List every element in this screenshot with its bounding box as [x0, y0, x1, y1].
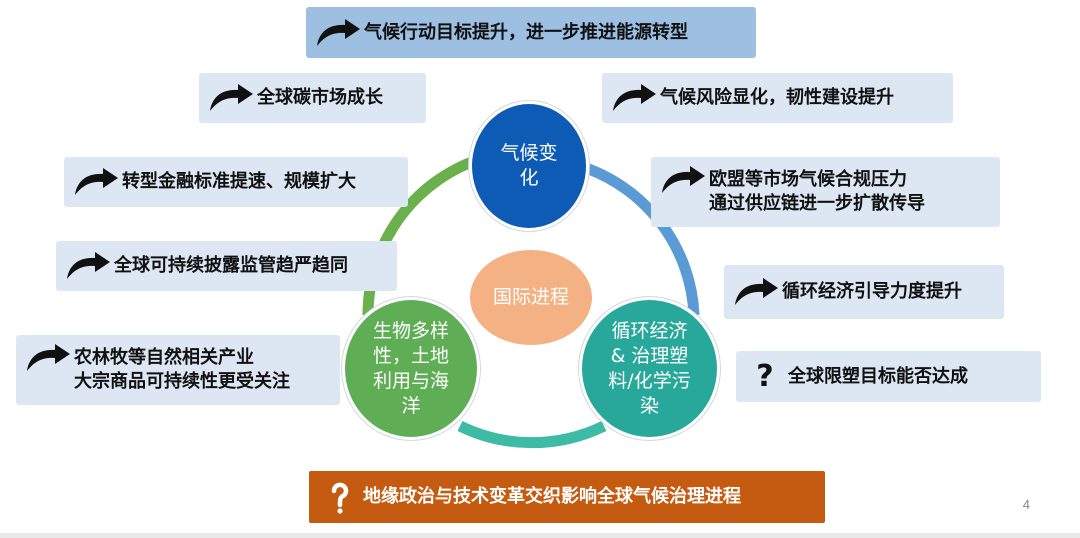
top-banner-text: 气候行动目标提升，进一步推进能源转型	[364, 21, 688, 43]
left-item-1: 全球碳市场成长	[199, 73, 426, 123]
curved-arrow-icon	[70, 167, 122, 197]
right-item-4: ? 全球限塑目标能否达成	[736, 351, 1041, 402]
circle-international-process: 国际进程	[470, 250, 592, 345]
right-item-1-text: 气候风险显化，韧性建设提升	[660, 87, 894, 108]
question-mark-icon: ?	[756, 358, 774, 394]
curved-arrow-icon	[730, 277, 782, 307]
right-item-2-text: 欧盟等市场气候合规压力 通过供应链进一步扩散传导	[709, 169, 925, 214]
bottom-banner-text: 地缘政治与技术变革交织影响全球气候治理进程	[363, 486, 741, 507]
right-item-1: 气候风险显化，韧性建设提升	[602, 73, 953, 123]
curved-arrow-icon	[22, 343, 74, 373]
curved-arrow-icon	[657, 165, 709, 195]
page-number: 4	[1022, 497, 1030, 512]
curved-arrow-icon	[205, 83, 257, 113]
right-item-2: 欧盟等市场气候合规压力 通过供应链进一步扩散传导	[651, 157, 1000, 227]
left-item-4: 农林牧等自然相关产业 大宗商品可持续性更受关注	[16, 335, 340, 405]
left-item-3: 全球可持续披露监管趋严趋同	[56, 241, 397, 291]
bottom-divider	[0, 533, 1080, 538]
right-item-4-text: 全球限塑目标能否达成	[788, 365, 968, 387]
right-item-3-text: 循环经济引导力度提升	[782, 281, 962, 302]
left-item-2-text: 转型金融标准提速、规模扩大	[122, 171, 356, 192]
curved-arrow-icon	[62, 251, 114, 281]
left-item-2: 转型金融标准提速、规模扩大	[64, 157, 408, 207]
top-banner: 气候行动目标提升，进一步推进能源转型	[306, 7, 756, 58]
right-item-3: 循环经济引导力度提升	[724, 265, 1004, 319]
circle-circular-economy-plastics: 循环经济 & 治理塑 料/化学污 染	[579, 297, 720, 440]
left-item-3-text: 全球可持续披露监管趋严趋同	[114, 255, 348, 276]
ring-arc-bottom	[457, 421, 607, 449]
circle-climate-change: 气候变 化	[469, 101, 589, 231]
bottom-banner: 地缘政治与技术变革交织影响全球气候治理进程	[309, 471, 825, 523]
left-item-1-text: 全球碳市场成长	[257, 87, 383, 108]
curved-arrow-icon	[312, 18, 364, 48]
curved-arrow-icon	[608, 83, 660, 113]
balloon-question-icon	[317, 479, 363, 515]
circle-biodiversity-land-ocean: 生物多样 性，土地 利用与海 洋	[342, 297, 480, 440]
left-item-4-text: 农林牧等自然相关产业 大宗商品可持续性更受关注	[74, 347, 290, 392]
